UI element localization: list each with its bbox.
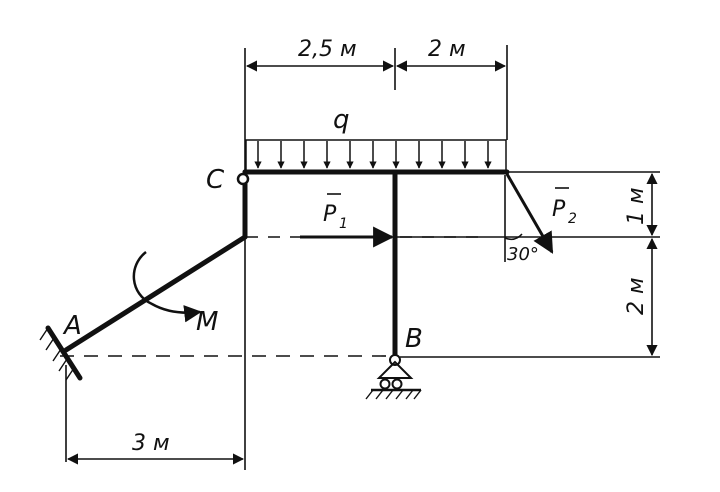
dim-label-right-lower: 2 м [624, 277, 649, 315]
distributed-load [245, 139, 507, 173]
reference-lines [60, 45, 660, 470]
frame-structure [63, 169, 510, 358]
label-c: C [206, 165, 225, 195]
fixed-support-a [39, 325, 83, 381]
force-p2-arrow [505, 173, 554, 254]
dim-label-top-right: 2 м [428, 37, 466, 62]
moment-m-arc [132, 251, 202, 323]
label-a: A [62, 311, 82, 341]
label-p2: P [552, 197, 566, 222]
label-q: q [333, 105, 350, 135]
dimension-lines [66, 60, 658, 465]
roller-support-b [365, 354, 422, 400]
hinge-b [389, 354, 401, 366]
dim-label-right-upper: 1 м [624, 187, 649, 225]
label-p1: P [323, 202, 337, 227]
dim-label-bottom: 3 м [132, 431, 170, 456]
label-p2-subscript: 2 [568, 211, 577, 227]
inclined-bar-a [63, 234, 248, 353]
distributed-load-box [245, 139, 507, 173]
dim-label-top-left: 2,5 м [298, 37, 357, 62]
label-angle: 30° [507, 244, 539, 265]
label-b: B [405, 324, 423, 354]
label-moment: M [196, 307, 218, 337]
angle-arc-30 [504, 233, 523, 241]
label-p1-subscript: 1 [339, 216, 348, 232]
hinge-c [236, 172, 250, 186]
